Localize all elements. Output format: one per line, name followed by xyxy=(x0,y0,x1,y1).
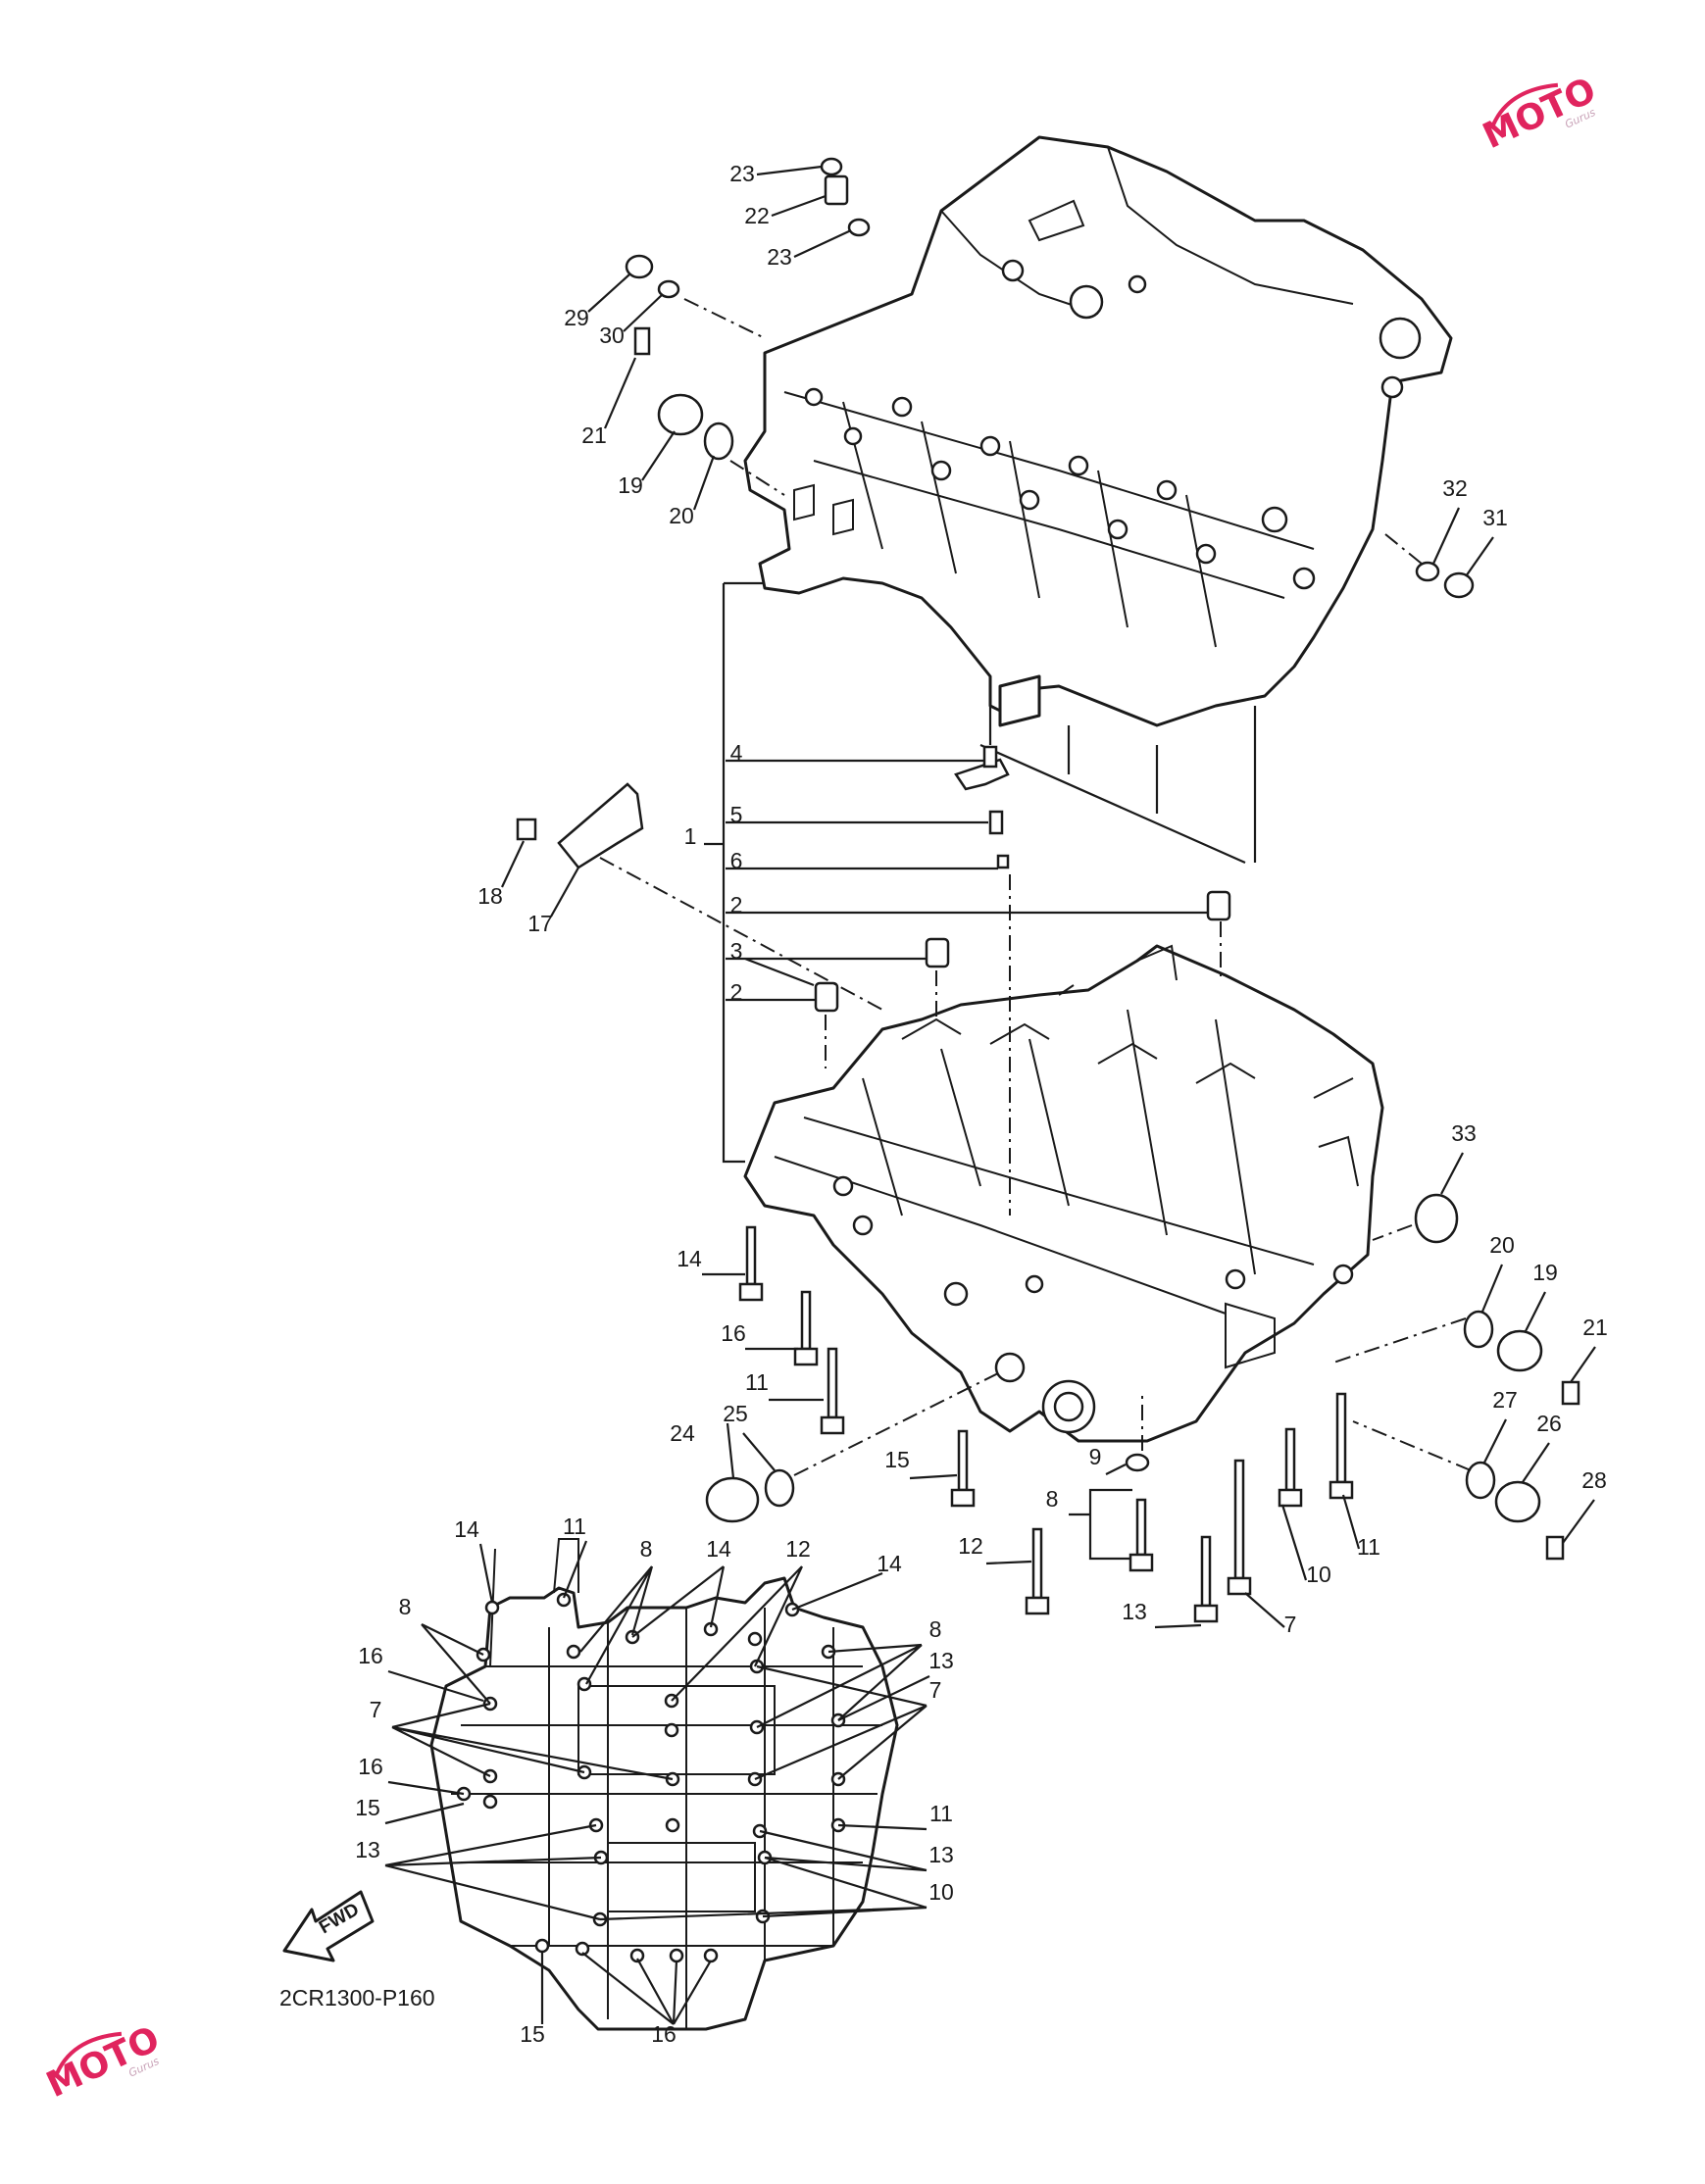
callout-c22: 22 xyxy=(744,203,770,228)
callout-c20a: 20 xyxy=(669,503,694,528)
callout-c33: 33 xyxy=(1451,1120,1477,1146)
watermark-logo-bottom: MOTO Gurus xyxy=(40,2019,166,2107)
callout-c11d: 11 xyxy=(929,1801,953,1826)
upper-drop-lines xyxy=(979,706,1257,865)
lower-crankcase xyxy=(743,944,1384,1443)
callout-c21a: 21 xyxy=(581,422,607,448)
callout-c7c: 7 xyxy=(929,1677,942,1703)
callout-c7b: 7 xyxy=(370,1697,382,1722)
callout-c10a: 10 xyxy=(1306,1562,1331,1587)
callout-c2a: 2 xyxy=(730,892,743,918)
callout-c8a: 8 xyxy=(1046,1486,1059,1512)
callout-c15b: 15 xyxy=(355,1795,380,1820)
callout-c13a: 13 xyxy=(1122,1599,1147,1624)
callout-c14c: 14 xyxy=(706,1536,731,1562)
callout-c8c: 8 xyxy=(399,1594,412,1619)
callout-c21b: 21 xyxy=(1582,1315,1608,1340)
callout-c16b: 16 xyxy=(358,1643,383,1668)
leader-lines xyxy=(384,165,1596,2025)
callout-c4: 4 xyxy=(730,740,743,766)
callout-c18: 18 xyxy=(477,883,503,909)
center-lines xyxy=(599,298,1472,1476)
callout-c19b: 19 xyxy=(1532,1260,1558,1285)
callout-c25: 25 xyxy=(723,1401,748,1426)
callout-c28: 28 xyxy=(1581,1467,1607,1493)
callout-c5: 5 xyxy=(730,802,743,827)
underside-bolt-holes xyxy=(456,1592,846,1963)
callout-labels: 2322232930211920323145162321817332019211… xyxy=(355,161,1608,2047)
callout-c8b: 8 xyxy=(640,1536,653,1562)
upper-crankcase xyxy=(743,135,1453,727)
callout-c23a: 23 xyxy=(729,161,755,186)
callout-c20b: 20 xyxy=(1489,1232,1515,1258)
case-bolts xyxy=(738,1225,1354,1623)
callout-c1: 1 xyxy=(684,823,697,849)
fwd-arrow-icon: FWD xyxy=(282,1890,375,1962)
callout-c15c: 15 xyxy=(520,2021,545,2047)
callout-c12b: 12 xyxy=(785,1536,811,1562)
callout-c11b: 11 xyxy=(1357,1534,1380,1560)
callout-c13b: 13 xyxy=(928,1648,954,1673)
callout-c19a: 19 xyxy=(618,472,643,498)
callout-c11c: 11 xyxy=(563,1514,586,1539)
callout-c6: 6 xyxy=(730,848,743,873)
callout-c3: 3 xyxy=(730,938,743,964)
callout-c13d: 13 xyxy=(928,1842,954,1867)
watermark-logo-top: MOTO Gurus xyxy=(1477,71,1602,158)
callout-c16d: 16 xyxy=(651,2021,677,2047)
diagram-code: 2CR1300-P160 xyxy=(279,1985,435,2010)
callout-c23b: 23 xyxy=(767,244,792,270)
callout-c16a: 16 xyxy=(721,1320,746,1346)
callout-c30: 30 xyxy=(599,323,625,348)
callout-c9: 9 xyxy=(1089,1444,1102,1469)
callout-c17: 17 xyxy=(527,911,553,936)
callout-c10b: 10 xyxy=(928,1879,954,1905)
callout-c15a: 15 xyxy=(884,1447,910,1472)
callout-c26: 26 xyxy=(1536,1411,1562,1436)
callout-c12a: 12 xyxy=(958,1533,983,1559)
callout-c11a: 11 xyxy=(745,1369,769,1395)
callout-c24: 24 xyxy=(670,1420,695,1446)
callout-c31: 31 xyxy=(1482,505,1508,530)
callout-c14b: 14 xyxy=(454,1516,479,1542)
callout-c14d: 14 xyxy=(877,1551,902,1576)
callout-c7a: 7 xyxy=(1284,1612,1297,1637)
callout-c13c: 13 xyxy=(355,1837,380,1862)
callout-c29: 29 xyxy=(564,305,589,330)
small-parts xyxy=(516,157,1580,1561)
callout-c2b: 2 xyxy=(730,979,743,1005)
callout-c8d: 8 xyxy=(929,1616,942,1642)
callout-c14a: 14 xyxy=(677,1246,702,1271)
callout-c27: 27 xyxy=(1492,1387,1518,1413)
callout-c16c: 16 xyxy=(358,1754,383,1779)
callout-c32: 32 xyxy=(1442,475,1468,501)
